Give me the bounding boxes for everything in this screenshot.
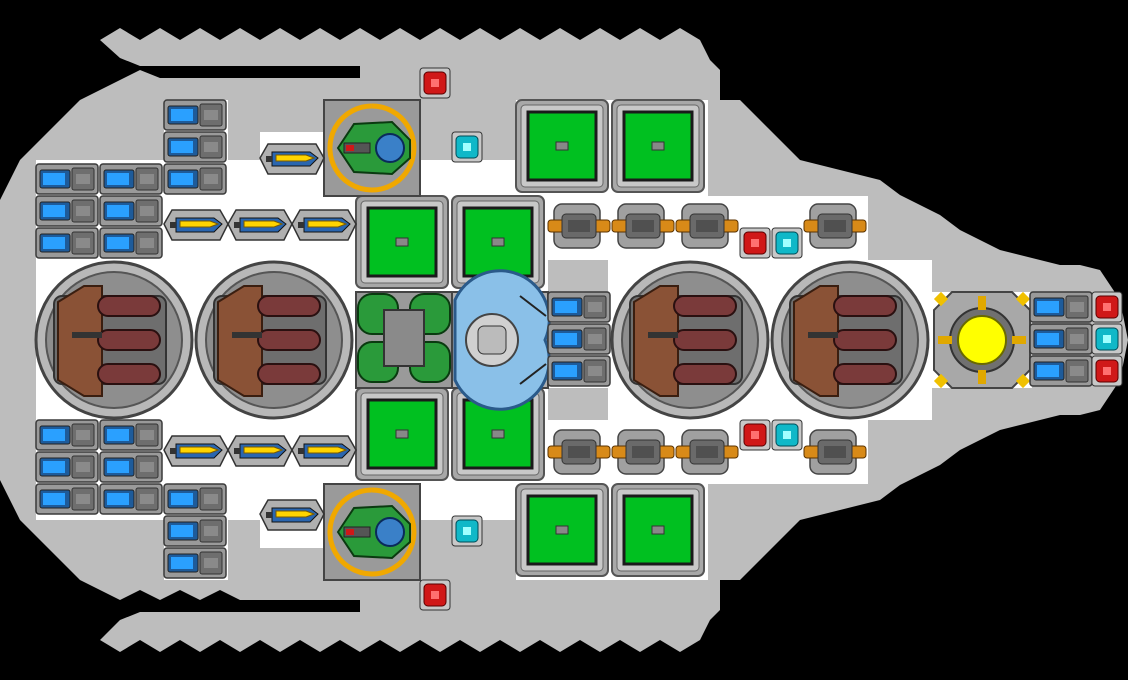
battery-icon[interactable]: [163, 99, 227, 131]
battery-icon[interactable]: [163, 483, 227, 515]
missile-icon[interactable]: [227, 209, 293, 241]
missile-icon[interactable]: [259, 143, 325, 175]
battery-icon[interactable]: [1029, 291, 1093, 323]
battery-icon[interactable]: [35, 451, 99, 483]
battery-icon[interactable]: [547, 323, 611, 355]
missile-icon[interactable]: [291, 435, 357, 467]
red-node-icon[interactable]: [419, 579, 451, 611]
cargo-room-icon[interactable]: [610, 98, 706, 194]
red-node-icon[interactable]: [739, 419, 771, 451]
drone-icon[interactable]: [324, 484, 420, 580]
battery-icon[interactable]: [547, 355, 611, 387]
cyan-node-icon[interactable]: [771, 227, 803, 259]
reactor-icon[interactable]: [610, 260, 770, 420]
drone-icon[interactable]: [324, 100, 420, 196]
red-node-icon[interactable]: [1091, 291, 1123, 323]
reactor-icon[interactable]: [194, 260, 354, 420]
cyan-node-icon[interactable]: [451, 131, 483, 163]
missile-icon[interactable]: [291, 209, 357, 241]
battery-icon[interactable]: [99, 163, 163, 195]
battery-icon[interactable]: [1029, 355, 1093, 387]
core-icon[interactable]: [933, 291, 1031, 389]
cyan-node-icon[interactable]: [1091, 323, 1123, 355]
battery-icon[interactable]: [35, 163, 99, 195]
battery-icon[interactable]: [35, 483, 99, 515]
battery-icon[interactable]: [163, 547, 227, 579]
red-node-icon[interactable]: [739, 227, 771, 259]
cyan-node-icon[interactable]: [451, 515, 483, 547]
missile-icon[interactable]: [227, 435, 293, 467]
battery-icon[interactable]: [99, 227, 163, 259]
cyan-node-icon[interactable]: [771, 419, 803, 451]
battery-icon[interactable]: [35, 419, 99, 451]
battery-icon[interactable]: [35, 227, 99, 259]
reactor-icon[interactable]: [770, 260, 930, 420]
cargo-room-icon[interactable]: [354, 194, 450, 290]
battery-icon[interactable]: [547, 291, 611, 323]
red-node-icon[interactable]: [419, 67, 451, 99]
reactor-icon[interactable]: [34, 260, 194, 420]
battery-icon[interactable]: [163, 131, 227, 163]
missile-icon[interactable]: [163, 209, 229, 241]
battery-icon[interactable]: [163, 515, 227, 547]
battery-icon[interactable]: [1029, 323, 1093, 355]
deck-gaps: [548, 260, 608, 420]
shield-core-icon[interactable]: [451, 269, 551, 411]
red-node-icon[interactable]: [1091, 355, 1123, 387]
battery-icon[interactable]: [99, 419, 163, 451]
cargo-room-icon[interactable]: [514, 482, 610, 578]
battery-icon[interactable]: [99, 483, 163, 515]
battery-icon[interactable]: [99, 195, 163, 227]
battery-icon[interactable]: [99, 451, 163, 483]
engine-icon[interactable]: [355, 291, 453, 389]
cargo-room-icon[interactable]: [514, 98, 610, 194]
missile-icon[interactable]: [259, 499, 325, 531]
missile-icon[interactable]: [163, 435, 229, 467]
battery-icon[interactable]: [35, 195, 99, 227]
battery-icon[interactable]: [163, 163, 227, 195]
cargo-room-icon[interactable]: [610, 482, 706, 578]
cargo-room-icon[interactable]: [354, 386, 450, 482]
